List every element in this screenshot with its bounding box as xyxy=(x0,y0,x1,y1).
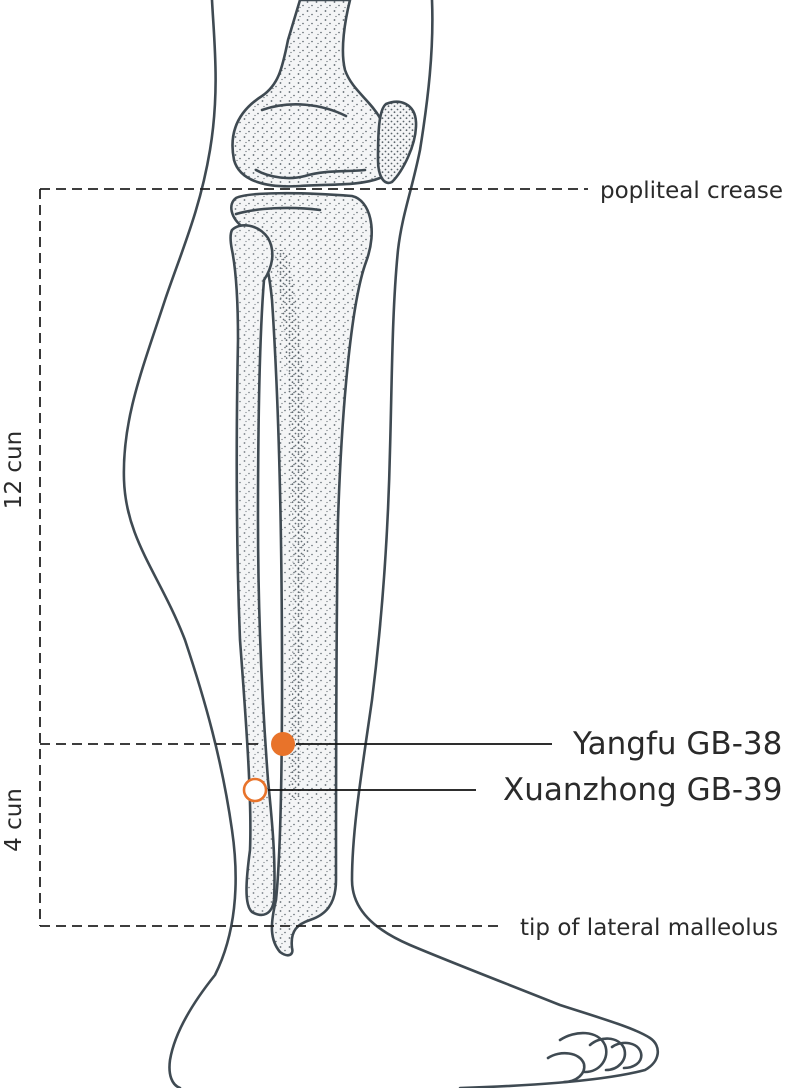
yangfu-label: Yangfu GB-38 xyxy=(572,726,782,762)
measurement-guides xyxy=(39,188,588,927)
patella-bone xyxy=(376,100,418,185)
xuanzhong-hollow-marker-icon[interactable] xyxy=(242,777,268,803)
femur-bone xyxy=(231,0,392,188)
acupoint-xuanzhong[interactable]: Xuanzhong GB-39 xyxy=(242,772,783,808)
measure-4-cun-label: 4 cun xyxy=(1,788,27,852)
malleolus-label: tip of lateral malleolus xyxy=(520,915,778,941)
xuanzhong-label: Xuanzhong GB-39 xyxy=(503,772,783,808)
leg-outline xyxy=(122,0,659,1088)
acupoint-yangfu[interactable]: Yangfu GB-38 xyxy=(271,726,782,762)
tibia-bone xyxy=(230,191,373,957)
measure-12-cun-label: 12 cun xyxy=(1,431,27,509)
fibula-bone xyxy=(229,224,276,917)
popliteal-crease-label: popliteal crease xyxy=(600,178,783,204)
yangfu-filled-marker-icon[interactable] xyxy=(271,732,295,756)
